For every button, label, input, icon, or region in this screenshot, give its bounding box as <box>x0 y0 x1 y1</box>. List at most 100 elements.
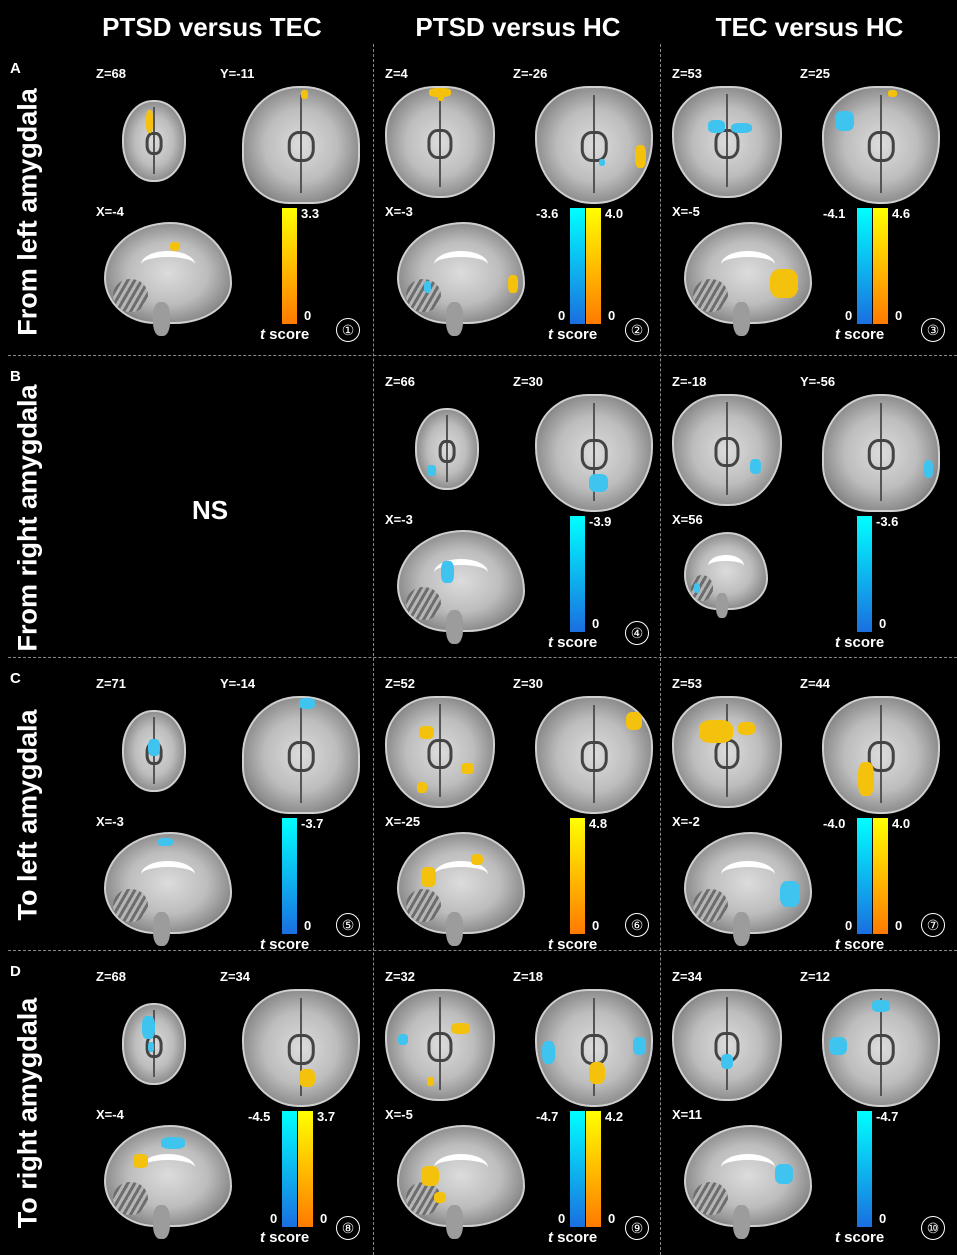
scale-unit-label: t score <box>835 634 884 651</box>
cerebellum <box>693 888 729 923</box>
slice-coordinate-label: Z=68 <box>96 66 126 81</box>
scale-unit-label: t score <box>548 326 597 343</box>
not-significant-label: NS <box>192 495 229 525</box>
ventricle <box>145 1034 163 1058</box>
positive-cluster <box>470 853 484 866</box>
sagittal-brain-slice <box>684 222 812 336</box>
scale-unit-rest: score <box>265 326 310 343</box>
scale-unit-rest: score <box>553 326 598 343</box>
sagittal-brain-slice <box>397 832 525 946</box>
scale-unit-italic: t <box>835 1229 840 1246</box>
slice-coordinate-label: Z=30 <box>513 676 543 691</box>
positive-cluster <box>625 711 642 730</box>
slice-coordinate-label: X=-4 <box>96 204 124 219</box>
slice-coordinate-label: X=-3 <box>96 814 124 829</box>
column-header: PTSD versus TEC <box>102 12 322 42</box>
scale-unit-label: t score <box>260 326 309 343</box>
coronal-brain-slice <box>242 696 360 814</box>
corpus-callosum <box>720 251 776 279</box>
slice-coordinate-label: Z=44 <box>800 676 830 691</box>
row-divider <box>8 950 957 951</box>
negative-cluster <box>148 1042 154 1052</box>
ventricle <box>427 1032 453 1062</box>
positive-max-value: 4.0 <box>605 206 624 221</box>
corpus-callosum <box>140 861 196 889</box>
coronal-brain-slice <box>242 86 360 204</box>
negative-max-value: -4.0 <box>823 816 846 831</box>
corpus-callosum <box>433 251 489 279</box>
positive-cluster <box>429 88 451 97</box>
slice-coordinate-label: Z=53 <box>672 66 702 81</box>
negative-zero-value: 0 <box>304 918 312 933</box>
midline-fissure <box>439 997 441 1091</box>
axial-brain-slice <box>535 989 653 1107</box>
cerebellum <box>693 1181 729 1216</box>
midline-fissure <box>439 704 441 798</box>
corpus-callosum <box>720 861 776 889</box>
cerebellum <box>113 1181 149 1216</box>
positive-color-bar <box>873 208 888 324</box>
negative-max-value: -3.9 <box>589 514 612 529</box>
positive-color-bar <box>570 818 585 934</box>
scale-unit-italic: t <box>260 326 265 343</box>
axial-brain-slice <box>535 86 653 204</box>
slice-coordinate-label: Y=-14 <box>220 676 256 691</box>
positive-cluster <box>461 762 474 774</box>
negative-color-bar <box>570 208 585 324</box>
column-divider <box>660 44 661 1255</box>
axial-brain-slice <box>122 100 186 182</box>
negative-cluster <box>775 1164 793 1184</box>
cerebellum <box>690 575 714 601</box>
negative-max-value: -3.7 <box>301 816 324 831</box>
slice-coordinate-label: X=56 <box>672 512 703 527</box>
negative-cluster <box>160 1136 186 1149</box>
midline-fissure <box>880 704 882 803</box>
slice-coordinate-label: Y=-56 <box>800 374 836 389</box>
axial-brain-slice <box>672 394 782 506</box>
midline-fissure <box>880 94 882 193</box>
slice-coordinate-label: X=-25 <box>385 814 421 829</box>
row-divider <box>8 657 957 658</box>
brainstem <box>153 302 171 336</box>
panel-number: ③ <box>921 318 945 342</box>
column-divider <box>373 44 374 1255</box>
negative-color-bar <box>570 1111 585 1227</box>
negative-cluster <box>835 110 854 132</box>
corpus-callosum <box>140 1154 196 1182</box>
ventricle <box>287 741 315 773</box>
positive-cluster <box>416 782 428 794</box>
scale-unit-italic: t <box>548 326 553 343</box>
slice-coordinate-label: Z=32 <box>385 969 415 984</box>
scale-unit-label: t score <box>260 1229 309 1246</box>
brainstem <box>716 593 728 619</box>
sagittal-brain-slice <box>104 832 232 946</box>
positive-cluster <box>887 90 897 98</box>
cerebellum <box>406 888 442 923</box>
brainstem <box>153 912 171 946</box>
negative-max-value: -4.7 <box>536 1109 559 1124</box>
coronal-brain-slice <box>822 394 940 512</box>
scale-unit-label: t score <box>548 936 597 953</box>
positive-color-bar <box>298 1111 313 1227</box>
negative-zero-value: 0 <box>879 616 887 631</box>
row-label: From left amygdala <box>8 72 48 352</box>
cerebellum <box>113 888 149 923</box>
negative-color-bar <box>857 516 872 632</box>
negative-cluster <box>397 1034 409 1045</box>
positive-color-bar <box>282 208 297 324</box>
positive-max-value: 3.3 <box>301 206 320 221</box>
midline-fissure <box>300 704 302 803</box>
scale-unit-label: t score <box>260 936 309 953</box>
midline-fissure <box>726 402 728 496</box>
negative-cluster <box>423 280 432 293</box>
negative-cluster <box>541 1041 556 1064</box>
scale-unit-italic: t <box>835 326 840 343</box>
negative-zero-value: 0 <box>845 308 853 323</box>
axial-brain-slice <box>535 394 653 512</box>
negative-cluster <box>731 122 753 134</box>
scale-unit-italic: t <box>548 1229 553 1246</box>
corpus-callosum <box>433 559 489 587</box>
negative-cluster <box>142 1015 156 1040</box>
negative-cluster <box>707 120 725 134</box>
negative-zero-value: 0 <box>879 1211 887 1226</box>
